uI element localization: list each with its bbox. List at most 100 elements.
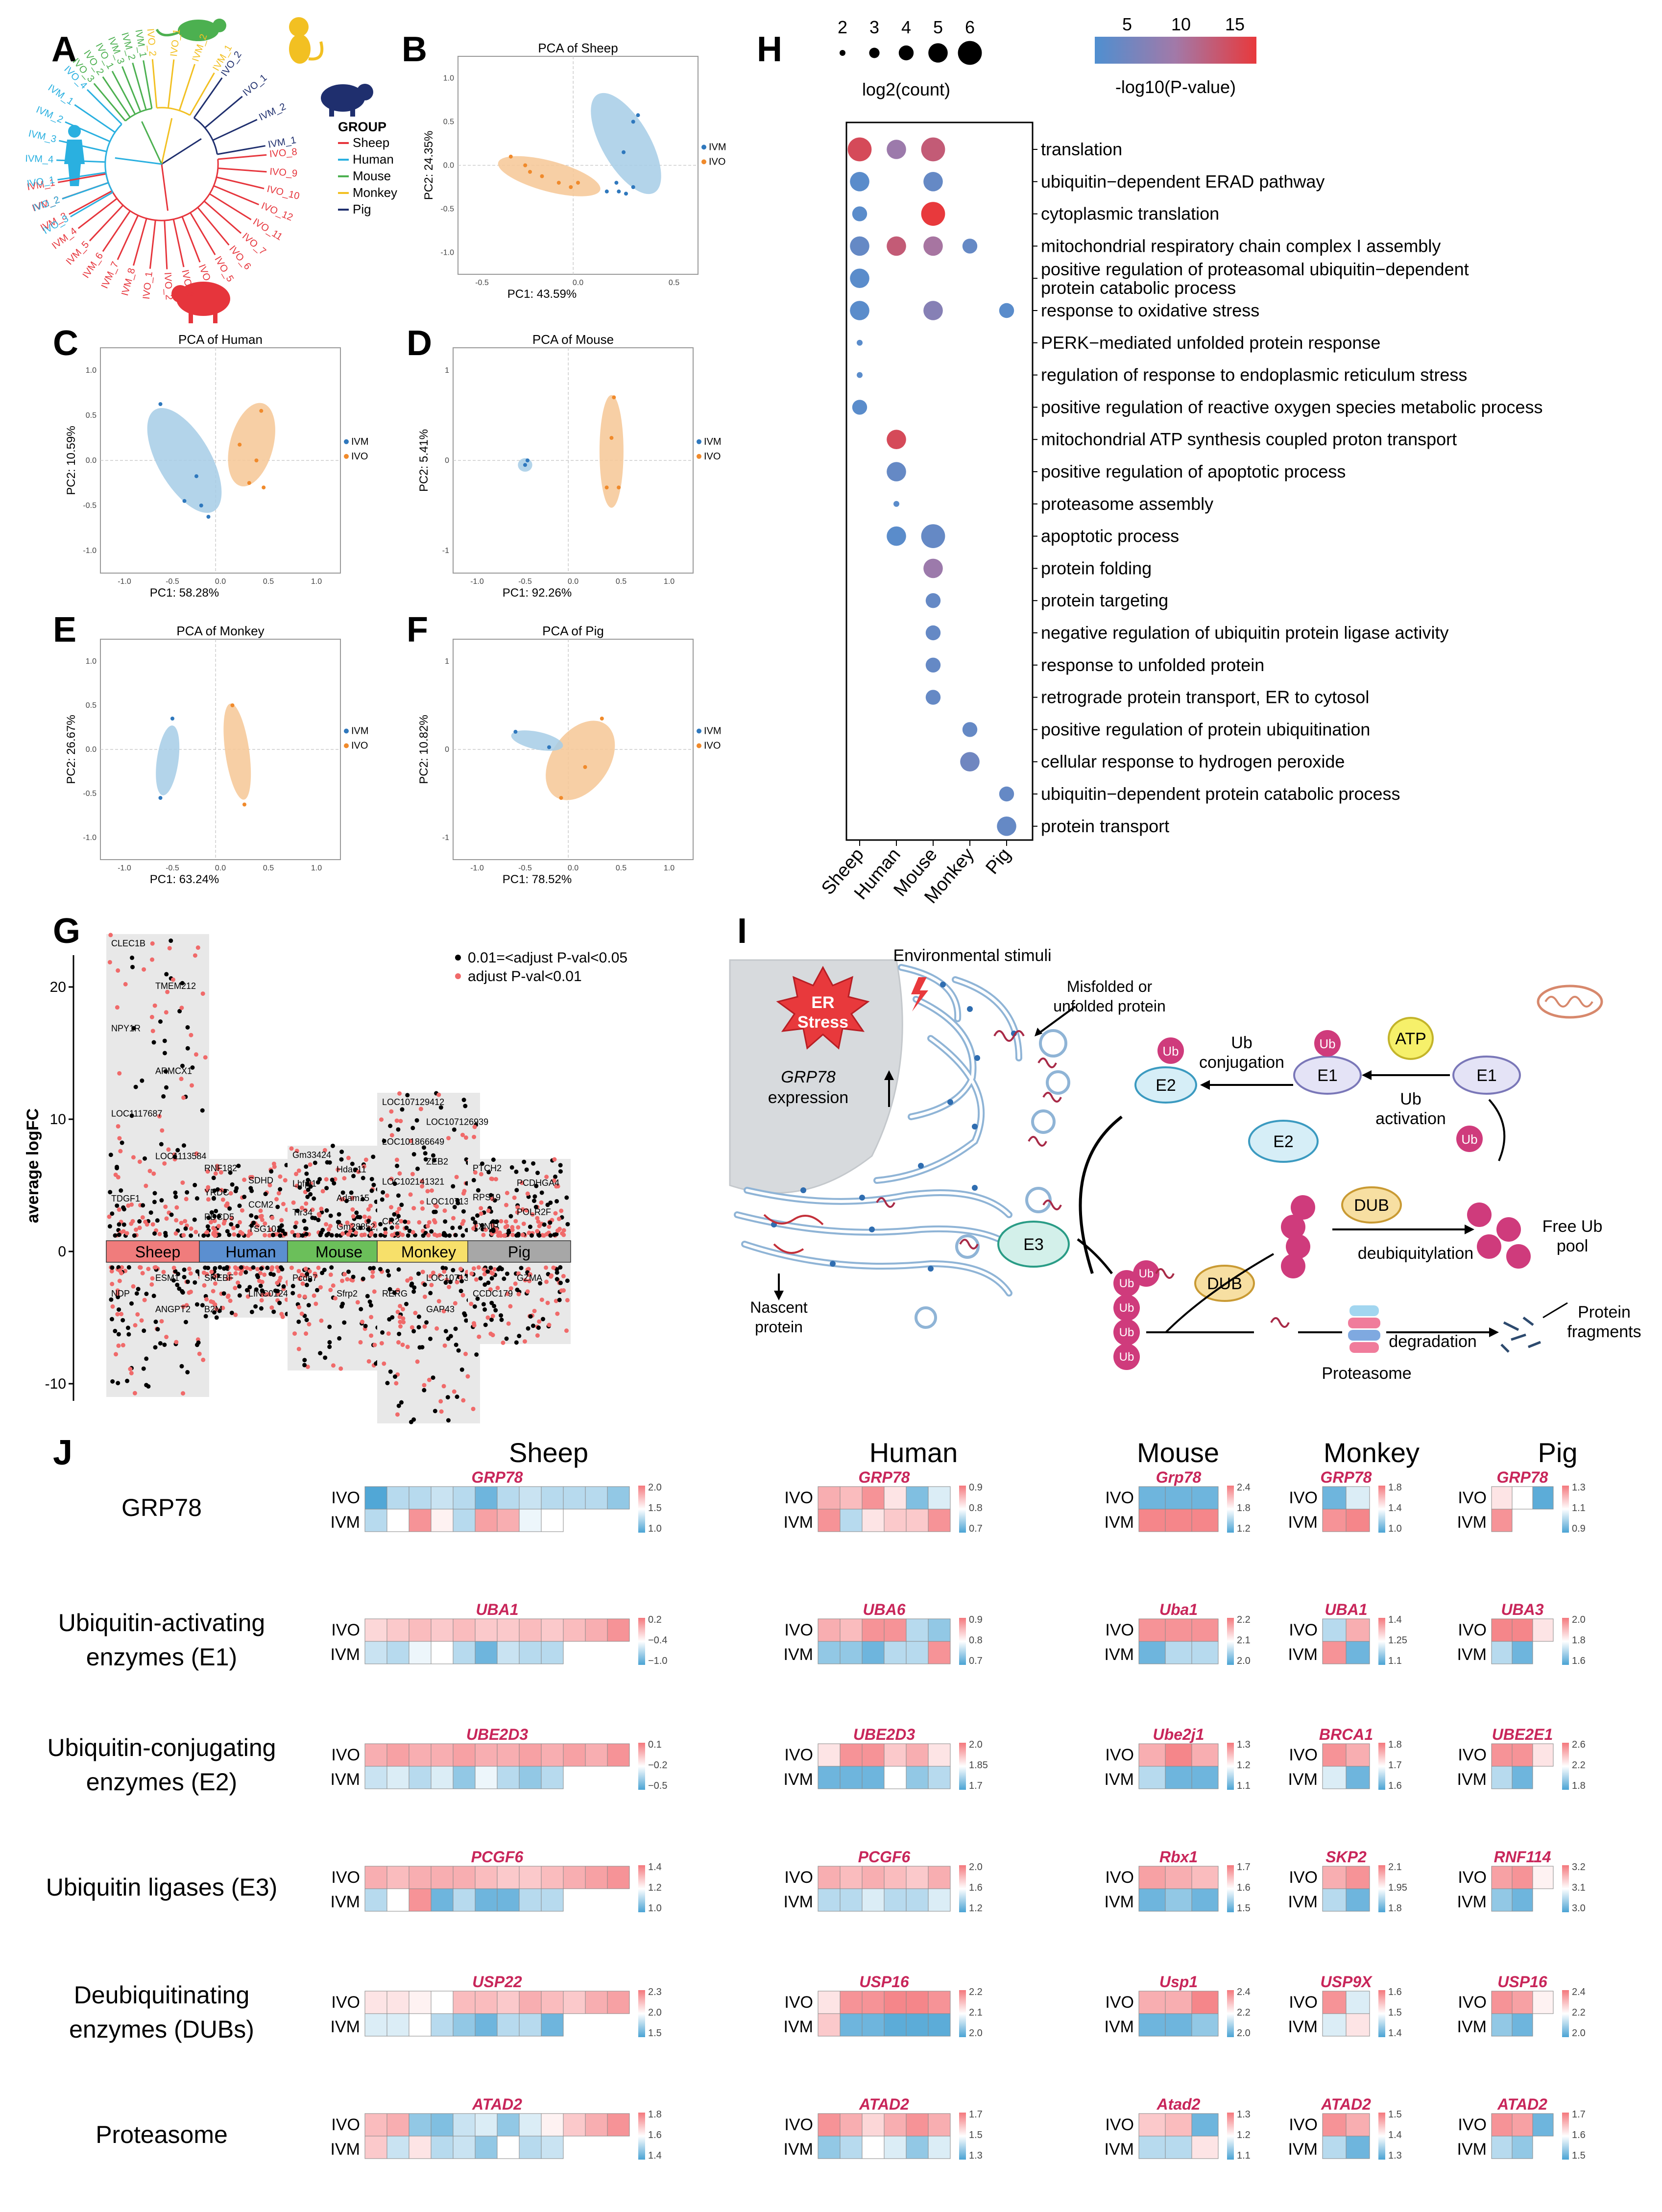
- j-scale-bar: [959, 1618, 966, 1665]
- tree-branch: [121, 66, 142, 112]
- h-dot: [999, 303, 1014, 318]
- pca-legend-ivm-dot: [701, 144, 706, 150]
- pca-ellipse-ivo: [223, 703, 251, 800]
- g-gene-point: [545, 1202, 550, 1207]
- g-column-sheep: SheepCLEC1BTMEM212NPY1RARMCX1LOC1117687L…: [106, 933, 210, 1397]
- g-gene-point: [450, 1226, 455, 1230]
- g-gene-point: [184, 1197, 189, 1202]
- j-scale-tick: 2.0: [1237, 2028, 1251, 2039]
- g-gene-point: [120, 1343, 125, 1347]
- j-cell-ivm: [1491, 1509, 1513, 1532]
- g-gene-point: [254, 1287, 259, 1292]
- panel-letter-d: D: [407, 324, 432, 363]
- j-cell-ivm: [928, 2013, 951, 2037]
- j-scale-tick: 1.0: [648, 1523, 662, 1534]
- g-gene-point: [181, 1304, 186, 1309]
- j-row-label-ivm: IVM: [784, 1770, 813, 1789]
- j-cell-ivo: [563, 1866, 586, 1889]
- j-cell-ivo: [818, 1618, 841, 1642]
- g-gene-point: [297, 1305, 302, 1310]
- j-cell-ivm: [497, 1509, 520, 1532]
- pca-point-ivo: [617, 485, 621, 490]
- tree-leaf-label: IVM_5: [64, 239, 92, 267]
- j-scale-bar: [1378, 1990, 1385, 2037]
- g-gene-point: [160, 1128, 165, 1133]
- g-gene-point: [227, 1232, 232, 1237]
- j-cell-ivo: [364, 1486, 387, 1510]
- h-term-label: regulation of response to endoplasmic re…: [1041, 365, 1467, 385]
- j-row-label-ivm: IVM: [1288, 1770, 1318, 1789]
- dub-branch-arrow: [1165, 1253, 1274, 1333]
- j-cell-ivm: [818, 2136, 841, 2159]
- j-cell-ivo: [862, 1866, 885, 1889]
- pca-point-ivo: [247, 481, 251, 485]
- g-gene-point: [367, 1299, 372, 1304]
- pca-ylabel: PC2: 5.41%: [417, 429, 431, 492]
- g-gene-point: [398, 1320, 403, 1324]
- g-gene-point: [165, 989, 170, 994]
- pca-point-ivo: [556, 181, 561, 185]
- j-scale-tick: 1.8: [1237, 1503, 1251, 1514]
- g-ytick-label: 10: [50, 1111, 66, 1128]
- g-gene-point: [116, 1332, 121, 1337]
- j-cell-ivm: [386, 1766, 409, 1789]
- j-cell-ivm: [884, 1888, 907, 1912]
- g-gene-point: [471, 1226, 476, 1231]
- g-gene-point: [141, 1366, 146, 1371]
- tree-clade-arc: [104, 123, 122, 193]
- g-gene-point: [514, 1340, 519, 1345]
- g-gene-point: [366, 1227, 371, 1232]
- g-gene-point: [354, 1230, 359, 1235]
- g-gene-point: [493, 1308, 498, 1313]
- g-gene-point: [354, 1210, 359, 1215]
- j-cell-ivm: [386, 2136, 409, 2159]
- dub-node-2: [1341, 1186, 1402, 1224]
- g-gene-label: Adam15: [337, 1193, 369, 1203]
- g-gene-point: [535, 1171, 540, 1176]
- g-gene-point: [499, 1219, 504, 1224]
- g-gene-point: [177, 1009, 182, 1013]
- j-row-label-ivo: IVO: [1105, 2116, 1134, 2134]
- g-gene-point: [281, 1202, 286, 1206]
- j-cell-ivm: [862, 1888, 885, 1912]
- j-cell-ivo: [386, 2113, 409, 2137]
- g-gene-point: [184, 1303, 189, 1308]
- h-color-legend-bar: [1095, 37, 1256, 64]
- j-cell-ivm: [431, 1888, 454, 1912]
- g-gene-point: [479, 1211, 483, 1216]
- tree-branch: [132, 62, 147, 110]
- g-gene-point: [390, 1315, 395, 1320]
- g-gene-point: [138, 1265, 143, 1270]
- g-gene-point: [189, 1233, 193, 1238]
- j-cell-ivm: [862, 2136, 885, 2159]
- g-gene-point: [277, 1300, 282, 1305]
- h-size-legend-dot: [898, 45, 914, 61]
- g-gene-point: [324, 1177, 329, 1182]
- g-gene-point: [559, 1288, 564, 1293]
- j-row-label-ivm: IVM: [1288, 2018, 1318, 2036]
- pca-point-ivo: [612, 395, 616, 400]
- g-gene-point: [508, 1214, 513, 1219]
- g-gene-point: [130, 955, 135, 960]
- tree-leaf-label: IVM_3: [27, 128, 57, 145]
- h-term-label: response to oxidative stress: [1041, 300, 1259, 320]
- j-cell-ivo: [497, 1866, 520, 1889]
- j-cell-ivo: [1491, 1866, 1513, 1889]
- pca-legend-ivm-dot: [697, 728, 701, 734]
- pca-point-ivm: [158, 796, 163, 800]
- ub-text: Ub: [1461, 1132, 1477, 1147]
- j-cell-ivo: [840, 1486, 863, 1510]
- panel-letter-c: C: [53, 324, 78, 363]
- tree-leaf-label: IVO_12: [260, 200, 294, 223]
- j-cell-ivo: [519, 1618, 542, 1642]
- j-scale-bar: [1378, 1865, 1385, 1912]
- g-gene-point: [233, 1189, 238, 1194]
- g-gene-point: [475, 1296, 480, 1301]
- g-gene-point: [536, 1325, 541, 1330]
- g-species-label: Monkey: [401, 1243, 456, 1261]
- g-gene-point: [277, 1225, 282, 1230]
